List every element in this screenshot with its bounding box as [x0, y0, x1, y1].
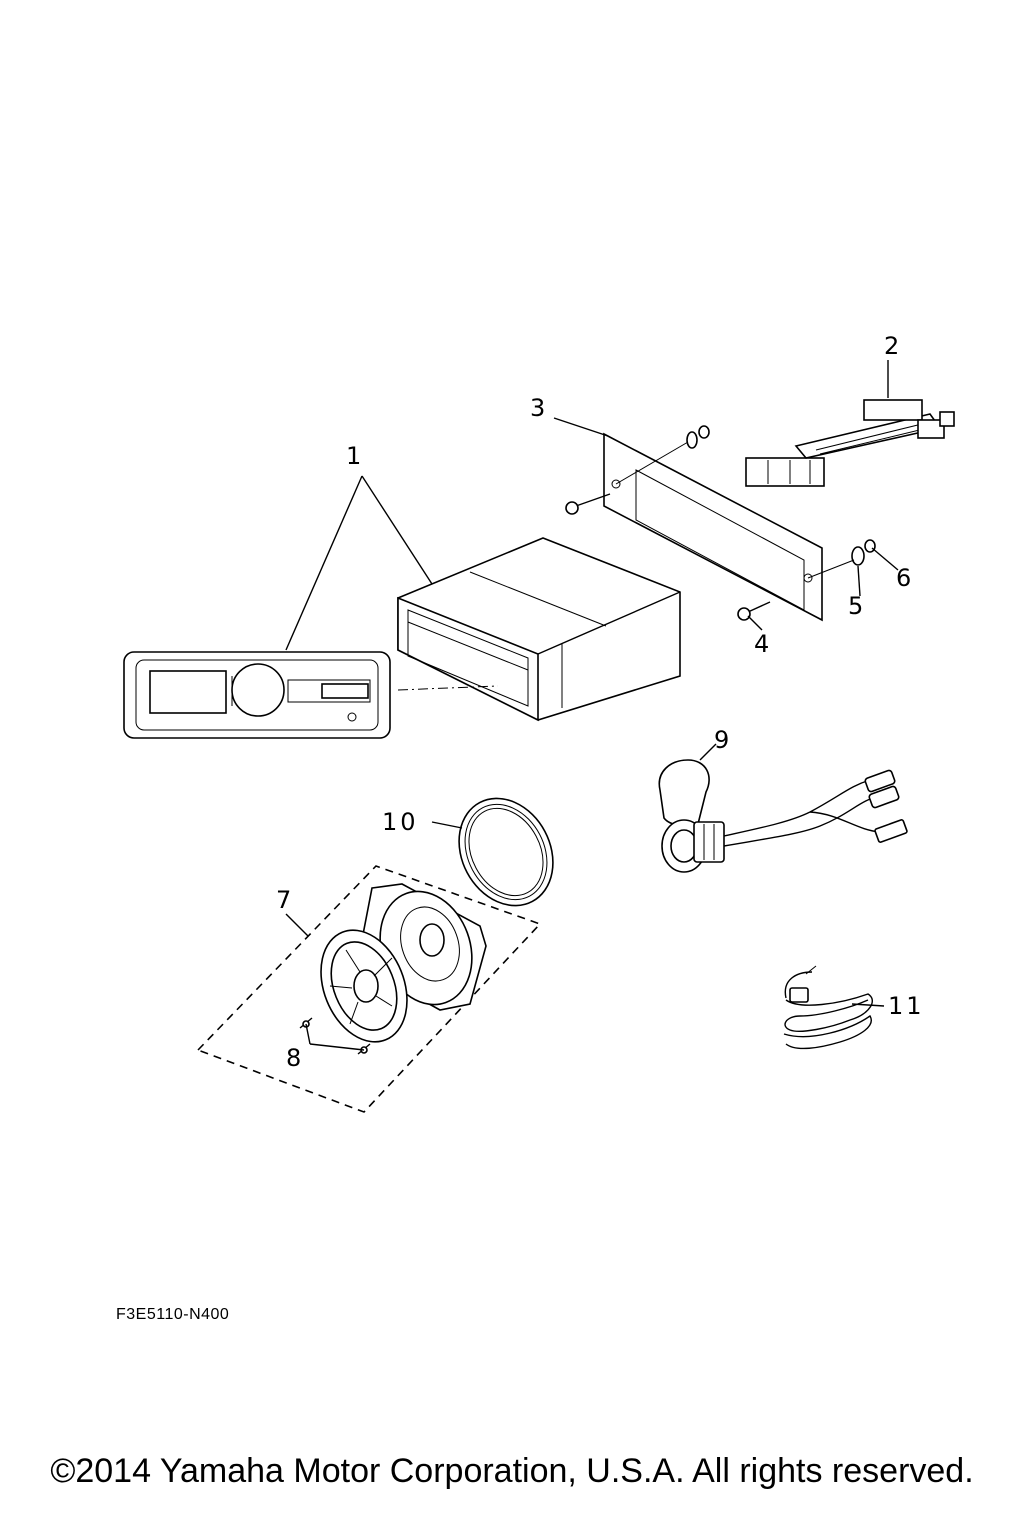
- usb-charger-socket: [658, 759, 908, 873]
- assembly-centerline: [397, 685, 499, 691]
- callout-5: 5: [848, 592, 866, 620]
- callout-10: 10: [382, 808, 419, 836]
- grille-screw-upper: [299, 1017, 313, 1029]
- copyright-notice: ©2014 Yamaha Motor Corporation, U.S.A. A…: [50, 1452, 974, 1490]
- wire-lead: [783, 965, 873, 1050]
- drawing-code: F3E5110-N400: [116, 1306, 230, 1323]
- speaker-kit-boundary: [196, 865, 542, 1113]
- screw-upper: [565, 493, 611, 515]
- nut-lower: [864, 539, 876, 553]
- stereo-chassis: [397, 537, 681, 722]
- callout-7: 7: [276, 886, 294, 914]
- callout-9: 9: [714, 726, 732, 754]
- wiring-harness: [745, 399, 955, 487]
- mounting-bracket: [603, 432, 823, 622]
- stereo-faceplate: [123, 651, 391, 739]
- callout-1: 1: [346, 442, 364, 470]
- callout-6: 6: [896, 564, 914, 592]
- callout-3: 3: [530, 394, 548, 422]
- speaker-grille: [320, 929, 408, 1043]
- speaker-gasket: [458, 797, 554, 907]
- callout-8: 8: [286, 1044, 304, 1072]
- screw-lower: [737, 601, 771, 621]
- nut-upper: [698, 425, 710, 439]
- callout-11: 11: [888, 992, 925, 1020]
- leader-lines: [285, 360, 899, 1051]
- callout-4: 4: [754, 630, 772, 658]
- washer-upper: [686, 431, 698, 449]
- washer-lower: [851, 546, 865, 566]
- callout-2: 2: [884, 332, 902, 360]
